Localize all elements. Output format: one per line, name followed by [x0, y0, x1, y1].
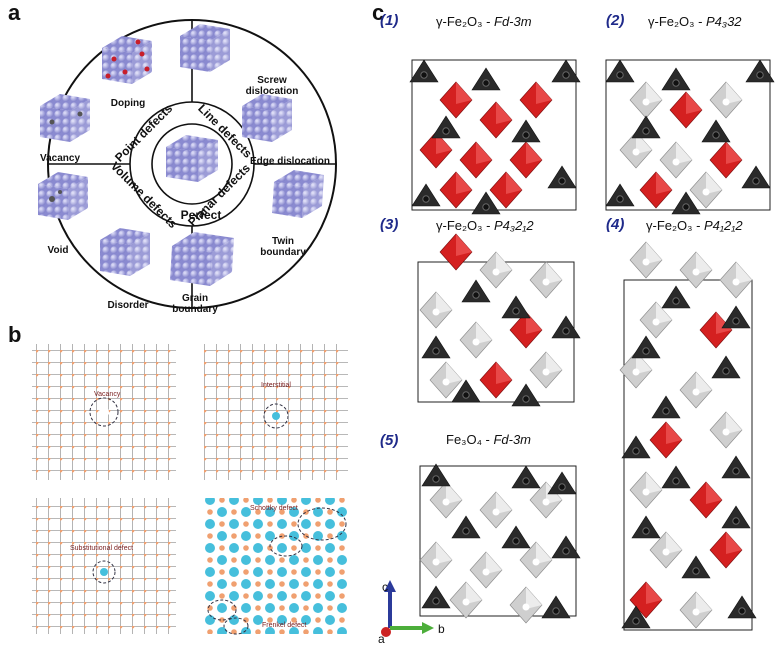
vacancy-defect-label: Vacancy: [94, 391, 121, 398]
panel-b-letter: b: [8, 322, 22, 347]
structure-3-p43212: [417, 233, 581, 407]
disorder-cube: [100, 228, 150, 276]
screw-dislocation-label: Screw dislocation: [245, 75, 299, 97]
doping-cube: [102, 36, 152, 84]
structure-1-title: γ-Fe₂O₃ - Fd-3m: [436, 14, 532, 29]
structure-2-number: (2): [606, 12, 625, 29]
panel-c-letter: c: [372, 0, 385, 25]
void-cube: [38, 172, 88, 220]
structure-1-number: (1): [380, 12, 399, 29]
vacancy-cube: [40, 94, 90, 142]
interstitial-defect-label: Interstitial: [261, 382, 291, 389]
defect-wheel-diagram: [38, 19, 337, 309]
structure-1-fd3m: [409, 59, 581, 215]
axis-b-label: b: [438, 622, 445, 636]
structure-2-title: γ-Fe₂O₃ - P4₃32: [648, 14, 742, 29]
edge-dislocation-label: Edge dislocation: [250, 156, 331, 167]
structure-5-title: Fe₃O₄ - Fd-3m: [446, 432, 531, 447]
twin-boundary-label: Twin boundary: [260, 236, 306, 258]
lattice-defect-grids: [32, 344, 348, 635]
panel-a-letter: a: [8, 0, 21, 25]
structure-5-number: (5): [380, 432, 399, 449]
ionic-grid: [204, 498, 348, 635]
vacancy-label: Vacancy: [39, 153, 81, 164]
edge-dislocation-cube: [242, 94, 292, 142]
structure-4-number: (4): [606, 216, 625, 233]
grain-boundary-label: Grain boundary: [172, 293, 218, 315]
axis-c-label: c: [382, 580, 388, 594]
structure-4-p41212: [619, 241, 757, 631]
perfect-cube: [166, 135, 218, 182]
twin-boundary-cube: [272, 170, 324, 218]
vacancy-grid: [32, 344, 176, 480]
structure-4-title: γ-Fe₂O₃ - P4₁2₁2: [646, 218, 743, 233]
frenkel-defect-label: Frenkel defect: [262, 622, 307, 629]
substitutional-grid: [32, 498, 176, 634]
structure-3-title: γ-Fe₂O₃ - P4₃2₁2: [436, 218, 534, 233]
structure-2-p4332: [605, 59, 775, 215]
crystal-structures: [381, 59, 775, 637]
structure-3-number: (3): [380, 216, 399, 233]
interstitial-grid: [204, 344, 348, 480]
grain-boundary-cube: [170, 232, 234, 286]
axis-a-label: a: [378, 632, 385, 646]
substitutional-defect-label: Substitutional defect: [70, 545, 134, 552]
screw-dislocation-cube: [180, 24, 230, 72]
schottky-defect-label: Schottky defect: [250, 505, 298, 512]
disorder-label: Disorder: [107, 300, 149, 311]
perfect-label: Perfect: [180, 208, 222, 222]
structure-5-fe3o4: [419, 463, 581, 624]
axes-indicator: [381, 580, 434, 637]
void-label: Void: [47, 245, 69, 256]
doping-label: Doping: [110, 98, 146, 109]
